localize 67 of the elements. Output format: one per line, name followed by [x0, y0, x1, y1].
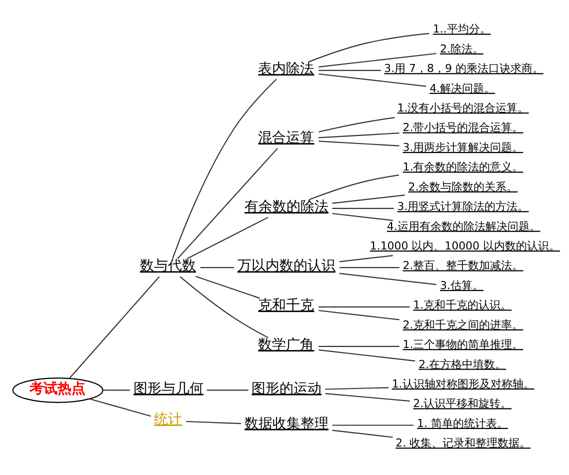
connector	[103, 389, 130, 390]
connector	[90, 398, 151, 416]
node-text: 2.在方格中填数。	[418, 357, 506, 370]
connector	[318, 52, 436, 67]
node-text: 1.1000 以内、10000 以内数的认识。	[370, 238, 560, 252]
connector	[318, 348, 416, 361]
node-text: 统计	[154, 410, 182, 427]
node-text: 2.克和千克之间的进率。	[402, 318, 524, 331]
connector	[186, 420, 241, 424]
node-text: 有余数的除法	[244, 198, 329, 215]
connector	[332, 424, 414, 426]
node-text: 2.带小括号的混合运算。	[402, 120, 524, 134]
node-text: 3.用 7，8，9 的乘法口诀求商。	[384, 62, 544, 75]
node-text: 1.没有小括号的混合运算。	[397, 101, 529, 114]
connector	[318, 132, 400, 138]
node-text: 图形与几何	[133, 380, 204, 396]
node-text: 4.运用有余数的除法解决问题。	[386, 219, 540, 232]
node-text: 1.有余数的除法的意义。	[402, 160, 524, 174]
node-text: 万以内数的认识	[237, 258, 336, 274]
node-text: 1. 简单的统计表。	[417, 416, 508, 430]
node-text: 混合运算	[258, 130, 314, 146]
connector	[318, 69, 381, 71]
connector	[332, 429, 393, 438]
connector	[177, 147, 278, 259]
connector	[340, 266, 400, 268]
node-text: 2. 收集、记录和整理数据。	[396, 436, 531, 450]
node-text: 数与代数	[140, 258, 196, 274]
connector	[325, 392, 410, 402]
node-text: 3.用两步计算解决问题。	[402, 140, 524, 154]
node-text: 数据收集整理	[244, 415, 329, 432]
node-text: 3.估算。	[440, 278, 484, 292]
connector	[325, 386, 389, 390]
connector	[318, 309, 400, 320]
connector	[186, 216, 268, 259]
node-text: 数学广角	[258, 336, 314, 353]
connector	[318, 140, 400, 146]
node-text: 2.认识平移和旋转。	[413, 396, 512, 410]
connector	[332, 212, 393, 220]
node-text: 3.用竖式计算除法的方法。	[397, 200, 529, 213]
connector	[309, 174, 400, 200]
connector	[180, 276, 268, 338]
node-text: 2.余数与除数的关系。	[408, 180, 518, 193]
connector	[195, 275, 260, 298]
connector	[206, 389, 248, 390]
node-text: 表内除法	[258, 60, 314, 77]
connector	[332, 194, 405, 204]
connector	[339, 254, 393, 262]
connector	[172, 78, 277, 258]
node-text: 2.整百、整千数加减法。	[402, 258, 524, 272]
node-text: 4.解决问题。	[430, 81, 496, 94]
connector	[318, 72, 426, 86]
connector	[200, 266, 234, 268]
node-ellipse: 考试热点	[12, 376, 104, 402]
connector	[318, 345, 400, 346]
node-text: 1..平均分。	[432, 22, 491, 36]
node-text: 2.除法。	[440, 42, 484, 55]
connector	[318, 116, 395, 132]
connector	[318, 306, 410, 308]
node-text: 图形的运动	[252, 380, 322, 396]
node-text: 1.克和千克的认识。	[413, 298, 512, 312]
connector	[309, 32, 430, 62]
node-text: 克和千克	[258, 297, 314, 314]
connector	[332, 207, 394, 208]
node-text: 1.认识轴对称图形及对称轴。	[392, 376, 534, 390]
node-text: 1.三个事物的简单推理。	[402, 338, 524, 351]
connector	[69, 276, 160, 378]
connector	[339, 272, 436, 285]
